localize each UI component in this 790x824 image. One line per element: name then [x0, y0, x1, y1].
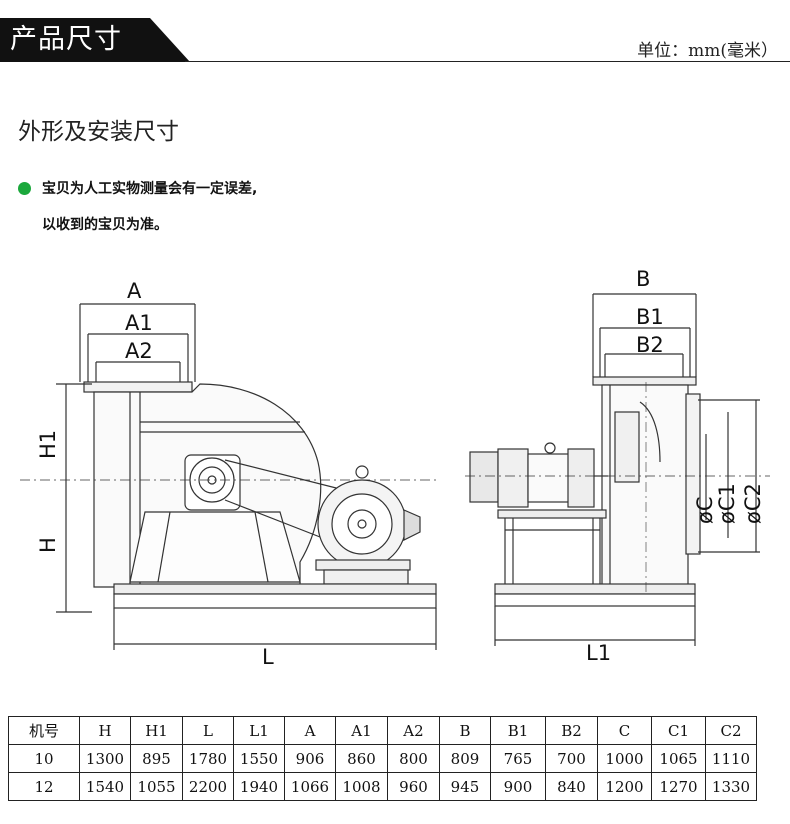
table-cell: 906: [284, 744, 336, 773]
table-cell: 1940: [233, 772, 285, 801]
table-cell: 1540: [79, 772, 131, 801]
table-cell: 1300: [79, 744, 131, 773]
table-header-cell: L1: [233, 716, 285, 745]
table-row: 12 1540 1055 2200 1940 1066 1008 960 945…: [8, 772, 757, 801]
label-L1: L1: [586, 641, 611, 665]
table-cell: 895: [130, 744, 183, 773]
label-A2: A2: [125, 339, 153, 363]
unit-label: 单位：mm(毫米）: [637, 41, 778, 61]
table-cell: 800: [387, 744, 440, 773]
table-cell: 1330: [705, 772, 757, 801]
table-cell: 1110: [705, 744, 757, 773]
table-header-cell: L: [182, 716, 234, 745]
table-cell: 840: [545, 772, 598, 801]
side-view: [465, 293, 770, 646]
table-header-row: 机号 H H1 L L1 A A1 A2 B B1 B2 C C1 C2: [8, 716, 757, 745]
label-C1: øC1: [715, 483, 739, 524]
table-cell: 10: [8, 744, 80, 773]
table-cell: 2200: [182, 772, 234, 801]
label-L: L: [262, 645, 274, 669]
table-cell: 12: [8, 772, 80, 801]
table-header-cell: A: [284, 716, 336, 745]
table-cell: 945: [439, 772, 491, 801]
table-header-cell: H: [79, 716, 131, 745]
label-A: A: [127, 279, 142, 303]
header-tab-shape: [0, 18, 190, 62]
table-header-cell: C1: [651, 716, 706, 745]
table-cell: 860: [335, 744, 388, 773]
table-header-cell: B: [439, 716, 491, 745]
table-header-cell: 机号: [8, 716, 80, 745]
table-cell: 1055: [130, 772, 183, 801]
header-divider: [185, 61, 790, 62]
label-H1: H1: [36, 430, 60, 459]
table-cell: 960: [387, 772, 440, 801]
label-B: B: [636, 267, 650, 291]
table-cell: 1200: [597, 772, 652, 801]
table-header-cell: A1: [335, 716, 388, 745]
label-C: øC: [693, 496, 717, 524]
table-cell: 765: [490, 744, 546, 773]
label-B2: B2: [636, 333, 664, 357]
label-H: H: [36, 537, 60, 553]
table-cell: 1065: [651, 744, 706, 773]
table-cell: 900: [490, 772, 546, 801]
table-cell: 1550: [233, 744, 285, 773]
table-header-cell: H1: [130, 716, 183, 745]
table-cell: 1000: [597, 744, 652, 773]
table-header-cell: B1: [490, 716, 546, 745]
table-cell: 1780: [182, 744, 234, 773]
table-header-cell: C2: [705, 716, 757, 745]
label-B1: B1: [636, 305, 664, 329]
header-bar: 产品尺寸 单位：mm(毫米）: [0, 18, 790, 64]
table-cell: 1066: [284, 772, 336, 801]
label-C2: øC2: [741, 483, 765, 524]
note-line-1: 宝贝为人工实物测量会有一定误差,: [42, 181, 258, 197]
table-header-cell: B2: [545, 716, 598, 745]
table-cell: 700: [545, 744, 598, 773]
table-header-cell: C: [597, 716, 652, 745]
table-cell: 1008: [335, 772, 388, 801]
dimension-table: 机号 H H1 L L1 A A1 A2 B B1 B2 C C1 C2 10 …: [8, 716, 757, 801]
table-row: 10 1300 895 1780 1550 906 860 800 809 76…: [8, 744, 757, 773]
table-cell: 1270: [651, 772, 706, 801]
page-title: 产品尺寸: [10, 24, 122, 55]
table-cell: 809: [439, 744, 491, 773]
table-header-cell: A2: [387, 716, 440, 745]
note-line-2: 以收到的宝贝为准。: [42, 217, 168, 233]
label-A1: A1: [125, 311, 153, 335]
section-title: 外形及安装尺寸: [18, 119, 179, 145]
fan-dimension-drawing: A A1 A2 H1 H L B B1 B2 L1 øC øC1 øC2: [20, 267, 770, 669]
front-view: [20, 303, 440, 650]
bullet-dot-icon: [18, 182, 31, 195]
